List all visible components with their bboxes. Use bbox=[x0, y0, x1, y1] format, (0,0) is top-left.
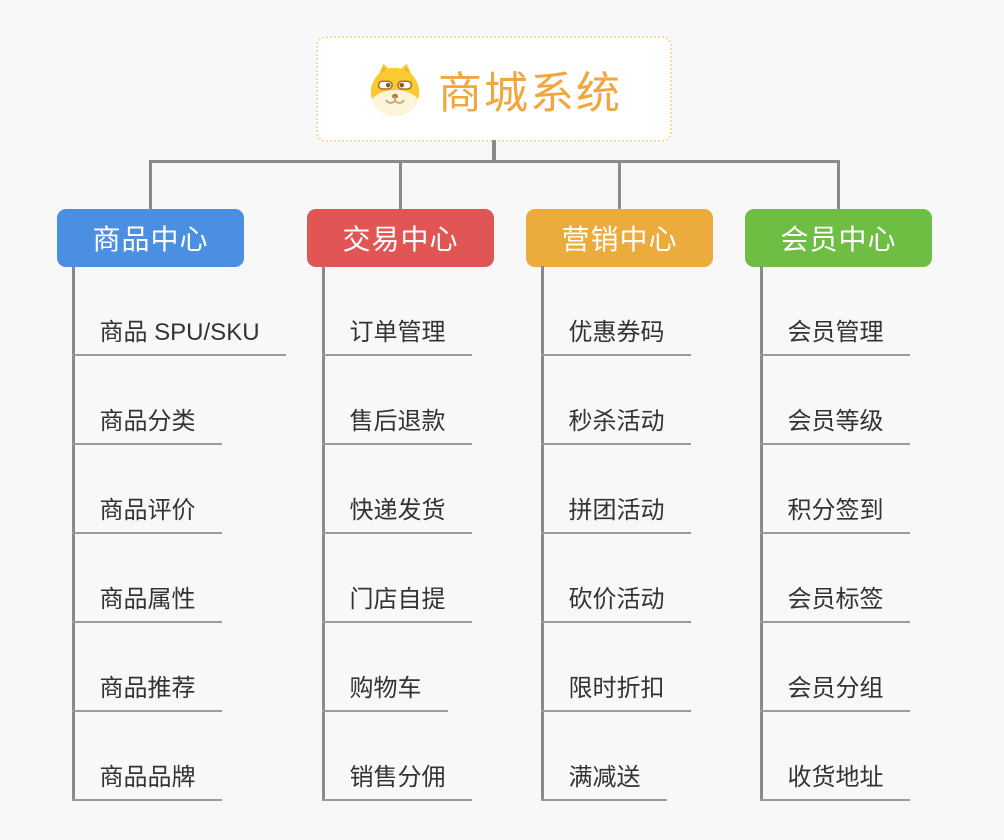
leaf-node-member-center-5[interactable]: 收货地址 bbox=[759, 763, 910, 801]
leaf-node-marketing-center-0[interactable]: 优惠券码 bbox=[540, 318, 691, 356]
leaf-node-member-center-4[interactable]: 会员分组 bbox=[759, 674, 910, 712]
branch-label: 会员中心 bbox=[780, 224, 897, 255]
leaf-node-product-center-1[interactable]: 商品分类 bbox=[71, 407, 222, 445]
leaf-node-marketing-center-3[interactable]: 砍价活动 bbox=[540, 585, 691, 623]
branch-node-product-center[interactable]: 商品中心 bbox=[57, 209, 244, 267]
branch-node-member-center[interactable]: 会员中心 bbox=[745, 209, 932, 267]
leaf-node-product-center-2[interactable]: 商品评价 bbox=[71, 496, 222, 534]
leaf-node-product-center-3[interactable]: 商品属性 bbox=[71, 585, 222, 623]
leaf-node-member-center-0[interactable]: 会员管理 bbox=[759, 318, 910, 356]
connector-drop-product-center bbox=[149, 160, 152, 209]
doge-icon bbox=[366, 61, 424, 117]
leaf-node-member-center-3[interactable]: 会员标签 bbox=[759, 585, 910, 623]
leaf-node-trade-center-5[interactable]: 销售分佣 bbox=[321, 763, 472, 801]
leaf-node-trade-center-4[interactable]: 购物车 bbox=[321, 674, 448, 712]
leaf-node-product-center-5[interactable]: 商品品牌 bbox=[71, 763, 222, 801]
leaf-node-marketing-center-4[interactable]: 限时折扣 bbox=[540, 674, 691, 712]
connector-root-drop bbox=[492, 140, 496, 163]
leaf-node-marketing-center-1[interactable]: 秒杀活动 bbox=[540, 407, 691, 445]
branch-node-trade-center[interactable]: 交易中心 bbox=[307, 209, 494, 267]
connector-drop-trade-center bbox=[399, 160, 402, 209]
branch-label: 商品中心 bbox=[92, 224, 209, 255]
root-node[interactable]: 商城系统 bbox=[316, 36, 672, 142]
leaf-node-trade-center-0[interactable]: 订单管理 bbox=[321, 318, 472, 356]
root-title: 商城系统 bbox=[438, 69, 622, 118]
leaf-node-product-center-4[interactable]: 商品推荐 bbox=[71, 674, 222, 712]
connector-bus bbox=[149, 160, 840, 163]
connector-drop-member-center bbox=[837, 160, 840, 209]
leaf-node-marketing-center-5[interactable]: 满减送 bbox=[540, 763, 667, 801]
leaf-node-member-center-2[interactable]: 积分签到 bbox=[759, 496, 910, 534]
leaf-node-marketing-center-2[interactable]: 拼团活动 bbox=[540, 496, 691, 534]
leaf-node-trade-center-3[interactable]: 门店自提 bbox=[321, 585, 472, 623]
leaf-node-trade-center-1[interactable]: 售后退款 bbox=[321, 407, 472, 445]
branch-label: 交易中心 bbox=[342, 224, 459, 255]
leaf-node-product-center-0[interactable]: 商品 SPU/SKU bbox=[71, 318, 286, 356]
leaf-node-member-center-1[interactable]: 会员等级 bbox=[759, 407, 910, 445]
branch-label: 营销中心 bbox=[561, 224, 678, 255]
connector-drop-marketing-center bbox=[618, 160, 621, 209]
leaf-node-trade-center-2[interactable]: 快递发货 bbox=[321, 496, 472, 534]
branch-node-marketing-center[interactable]: 营销中心 bbox=[526, 209, 713, 267]
